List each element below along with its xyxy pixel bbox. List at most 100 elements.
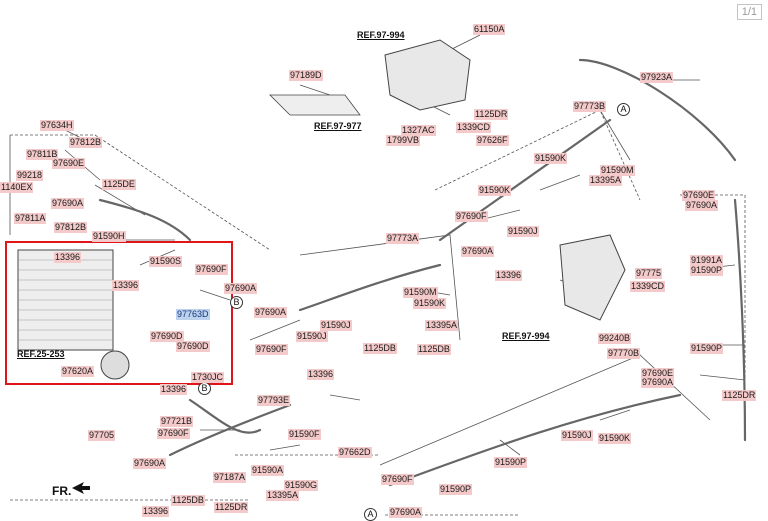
part-label[interactable]: 97923A xyxy=(640,72,674,83)
part-label[interactable]: 97690A xyxy=(254,307,288,318)
part-label[interactable]: 13395A xyxy=(425,320,459,331)
part-label[interactable]: 97690E xyxy=(641,368,675,379)
part-label[interactable]: 13396 xyxy=(112,280,140,291)
part-label[interactable]: 97721B xyxy=(160,416,194,427)
part-label[interactable]: 91590K xyxy=(534,153,568,164)
part-label[interactable]: 97690E xyxy=(682,190,716,201)
part-label[interactable]: 97770B xyxy=(607,348,641,359)
part-label[interactable]: 97690F xyxy=(195,264,228,275)
part-label[interactable]: 97690A xyxy=(133,458,167,469)
part-label[interactable]: 1730JC xyxy=(191,372,225,383)
part-label[interactable]: 1125DR xyxy=(722,390,757,401)
front-direction-label: FR. xyxy=(52,484,72,498)
reference-label[interactable]: REF.97-994 xyxy=(357,30,405,40)
part-label[interactable]: 97811A xyxy=(14,213,47,224)
part-label[interactable]: 99240B xyxy=(598,333,632,344)
part-label[interactable]: 13396 xyxy=(307,369,335,380)
part-label[interactable]: 91590J xyxy=(320,320,352,331)
reference-label[interactable]: REF.25-253 xyxy=(17,349,65,359)
part-label[interactable]: 97773A xyxy=(386,233,420,244)
part-label[interactable]: 91590P xyxy=(494,457,528,468)
part-label[interactable]: 97662D xyxy=(338,447,372,458)
hvac-unit-upper xyxy=(384,39,471,111)
part-label[interactable]: 99218 xyxy=(16,170,44,181)
part-label[interactable]: 97690A xyxy=(389,507,423,518)
part-label[interactable]: 97690E xyxy=(52,158,86,169)
part-label[interactable]: 97690A xyxy=(224,283,258,294)
part-label[interactable]: 91590P xyxy=(690,343,724,354)
part-label[interactable]: 91590J xyxy=(296,331,328,342)
section-marker-a: A xyxy=(617,103,630,116)
part-label[interactable]: 97690A xyxy=(461,246,495,257)
duct-illustration xyxy=(269,94,361,116)
part-label[interactable]: 1125DE xyxy=(102,179,136,190)
part-label[interactable]: 97690A xyxy=(641,377,675,388)
part-label[interactable]: 13395A xyxy=(266,490,300,501)
part-label[interactable]: 91590J xyxy=(507,226,539,237)
part-label[interactable]: 1140EX xyxy=(0,182,34,193)
part-label[interactable]: 97690A xyxy=(685,200,719,211)
part-label[interactable]: 97705 xyxy=(88,430,116,441)
part-label[interactable]: 91590P xyxy=(439,484,473,495)
part-label[interactable]: 91590K xyxy=(478,185,512,196)
part-label[interactable]: 61150A xyxy=(473,24,506,35)
section-marker-b: B xyxy=(230,296,243,309)
part-label[interactable]: 97812B xyxy=(54,222,88,233)
part-label[interactable]: 97773B xyxy=(573,101,607,112)
part-label[interactable]: 13396 xyxy=(142,506,170,517)
hvac-unit-lower xyxy=(559,234,626,321)
part-label[interactable]: 13396 xyxy=(160,384,188,395)
part-label[interactable]: 97793E xyxy=(257,395,291,406)
part-label[interactable]: 91590P xyxy=(690,265,724,276)
part-label-highlighted[interactable]: 97763D xyxy=(176,309,210,320)
part-label[interactable]: 1339CD xyxy=(456,122,492,133)
part-label[interactable]: 1327AC xyxy=(401,125,436,136)
section-marker-a: A xyxy=(364,508,377,521)
page-indicator: 1/1 xyxy=(736,4,762,20)
part-label[interactable]: 13396 xyxy=(54,252,82,263)
part-label[interactable]: 91590J xyxy=(561,430,593,441)
part-label[interactable]: 1125DB xyxy=(417,344,451,355)
part-label[interactable]: 91590M xyxy=(403,287,438,298)
part-label[interactable]: 97690F xyxy=(381,474,414,485)
part-label[interactable]: 97690D xyxy=(176,341,210,352)
part-label[interactable]: 97634H xyxy=(40,120,74,131)
part-label[interactable]: 91590M xyxy=(600,165,635,176)
part-label[interactable]: 91590G xyxy=(284,480,319,491)
part-label[interactable]: 97189D xyxy=(289,70,323,81)
part-label[interactable]: 97187A xyxy=(213,472,247,483)
part-label[interactable]: 97690F xyxy=(455,211,488,222)
part-label[interactable]: 1125DB xyxy=(363,343,397,354)
part-label[interactable]: 97626F xyxy=(476,135,509,146)
part-label[interactable]: 1125DR xyxy=(214,502,249,513)
part-label[interactable]: 13396 xyxy=(495,270,523,281)
part-label[interactable]: 91590S xyxy=(149,256,183,267)
part-label[interactable]: 97775 xyxy=(635,268,663,279)
part-label[interactable]: 91991A xyxy=(690,255,724,266)
highlight-box xyxy=(5,241,233,385)
part-label[interactable]: 97690A xyxy=(51,198,85,209)
part-label[interactable]: 1125DR xyxy=(474,109,509,120)
front-arrow-icon xyxy=(72,482,90,494)
part-label[interactable]: 1799VB xyxy=(386,135,421,146)
part-label[interactable]: 1125DB xyxy=(171,495,205,506)
condenser-illustration xyxy=(17,249,114,351)
part-label[interactable]: 97690F xyxy=(157,428,190,439)
part-label[interactable]: 91590H xyxy=(92,231,126,242)
part-label[interactable]: 97812B xyxy=(69,137,103,148)
part-label[interactable]: 97811B xyxy=(26,149,59,160)
part-label[interactable]: 97620A xyxy=(61,366,95,377)
reference-label[interactable]: REF.97-994 xyxy=(502,331,550,341)
part-label[interactable]: 97690F xyxy=(255,344,288,355)
section-marker-b: B xyxy=(198,382,211,395)
part-label[interactable]: 1339CD xyxy=(630,281,666,292)
part-label[interactable]: 13395A xyxy=(589,175,623,186)
part-label[interactable]: 91590F xyxy=(288,429,321,440)
part-label[interactable]: 97690D xyxy=(150,331,184,342)
reference-label[interactable]: REF.97-977 xyxy=(314,121,362,131)
part-label[interactable]: 91590A xyxy=(251,465,285,476)
part-label[interactable]: 91590K xyxy=(413,298,447,309)
part-label[interactable]: 91590K xyxy=(598,433,632,444)
